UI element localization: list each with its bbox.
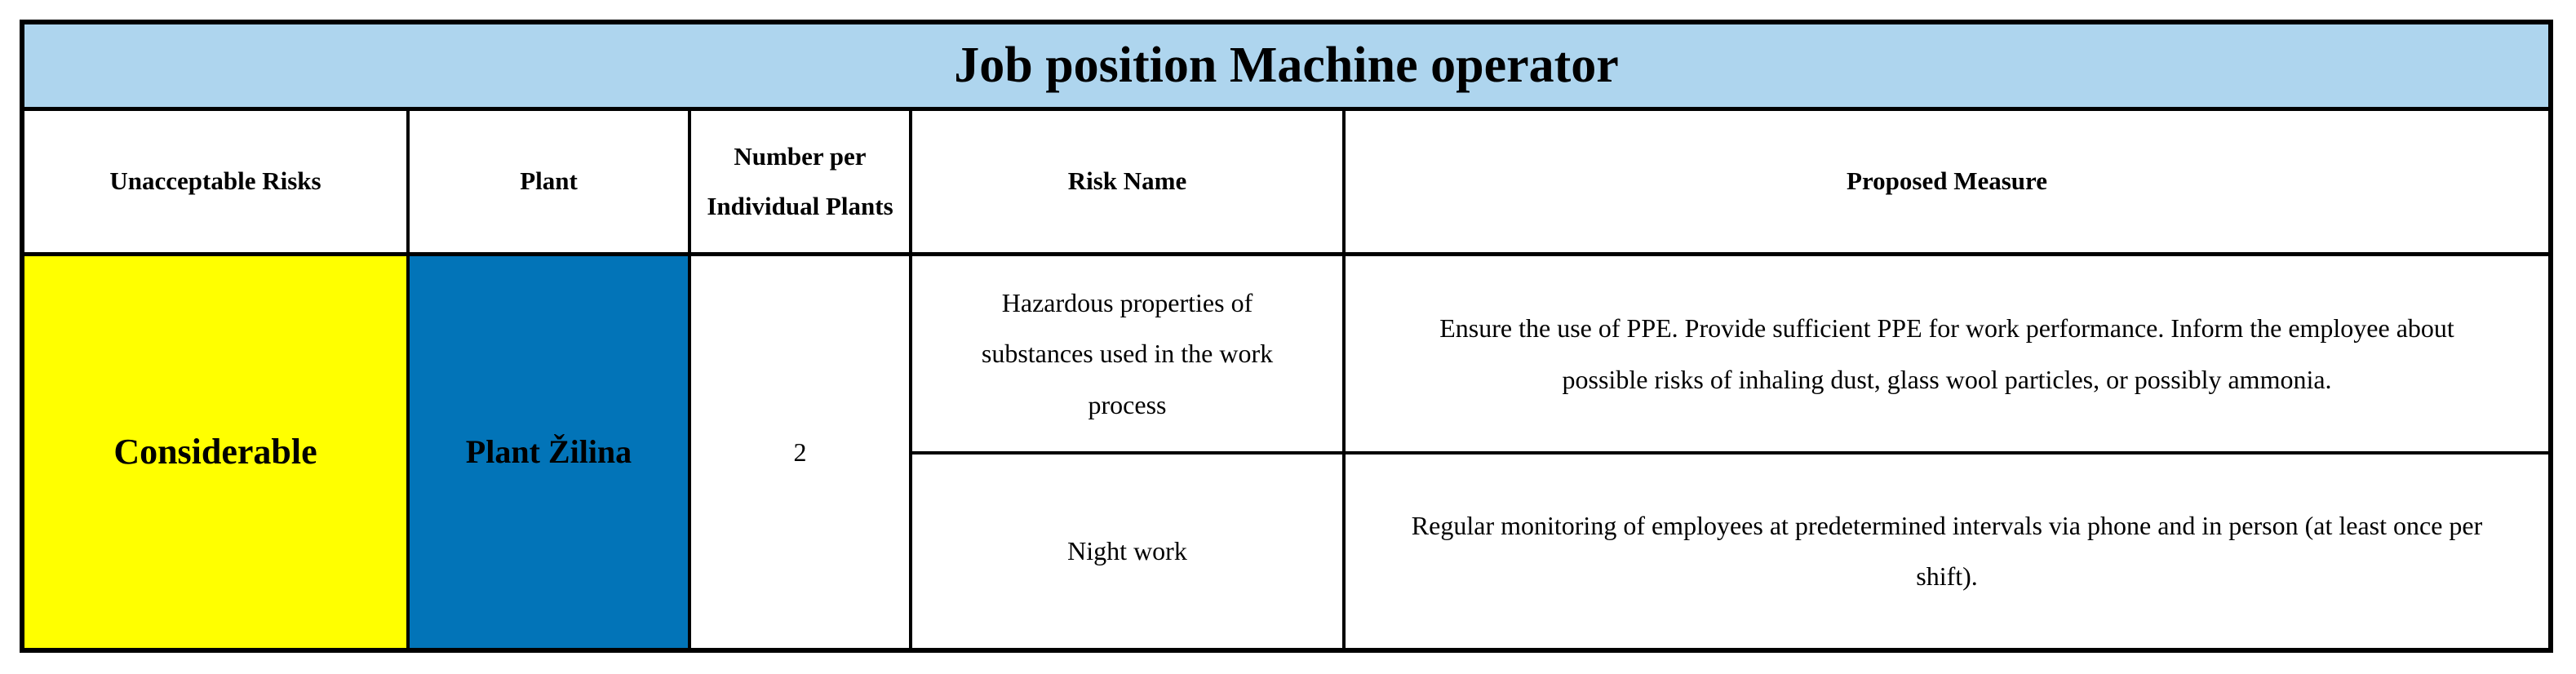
- cell-measure-2: Regular monitoring of employees at prede…: [1341, 450, 2553, 653]
- header-unacceptable-risks: Unacceptable Risks: [20, 107, 410, 257]
- header-row: Unacceptable Risks Plant Number per Indi…: [20, 107, 2553, 257]
- header-number-per-plants: Number per Individual Plants: [688, 107, 912, 257]
- risk-table: Job position Machine operator Unacceptab…: [20, 20, 2554, 653]
- cell-risk-name-1: Hazardous properties of substances used …: [909, 252, 1346, 455]
- header-risk-name: Risk Name: [909, 107, 1346, 257]
- table-title: Job position Machine operator: [20, 20, 2553, 111]
- header-proposed-measure: Proposed Measure: [1341, 107, 2553, 257]
- cell-measure-1: Ensure the use of PPE. Provide sufficien…: [1341, 252, 2553, 455]
- cell-risk-name-2: Night work: [909, 450, 1346, 653]
- header-plant: Plant: [406, 107, 691, 257]
- table-row: Considerable Plant Žilina 2 Hazardous pr…: [20, 252, 2553, 653]
- title-row: Job position Machine operator: [20, 20, 2553, 111]
- cell-plant: Plant Žilina: [406, 252, 691, 653]
- cell-risk-level: Considerable: [20, 252, 410, 653]
- cell-count: 2: [688, 252, 912, 653]
- table-row: Night work Regular monitoring of employe…: [22, 450, 2553, 653]
